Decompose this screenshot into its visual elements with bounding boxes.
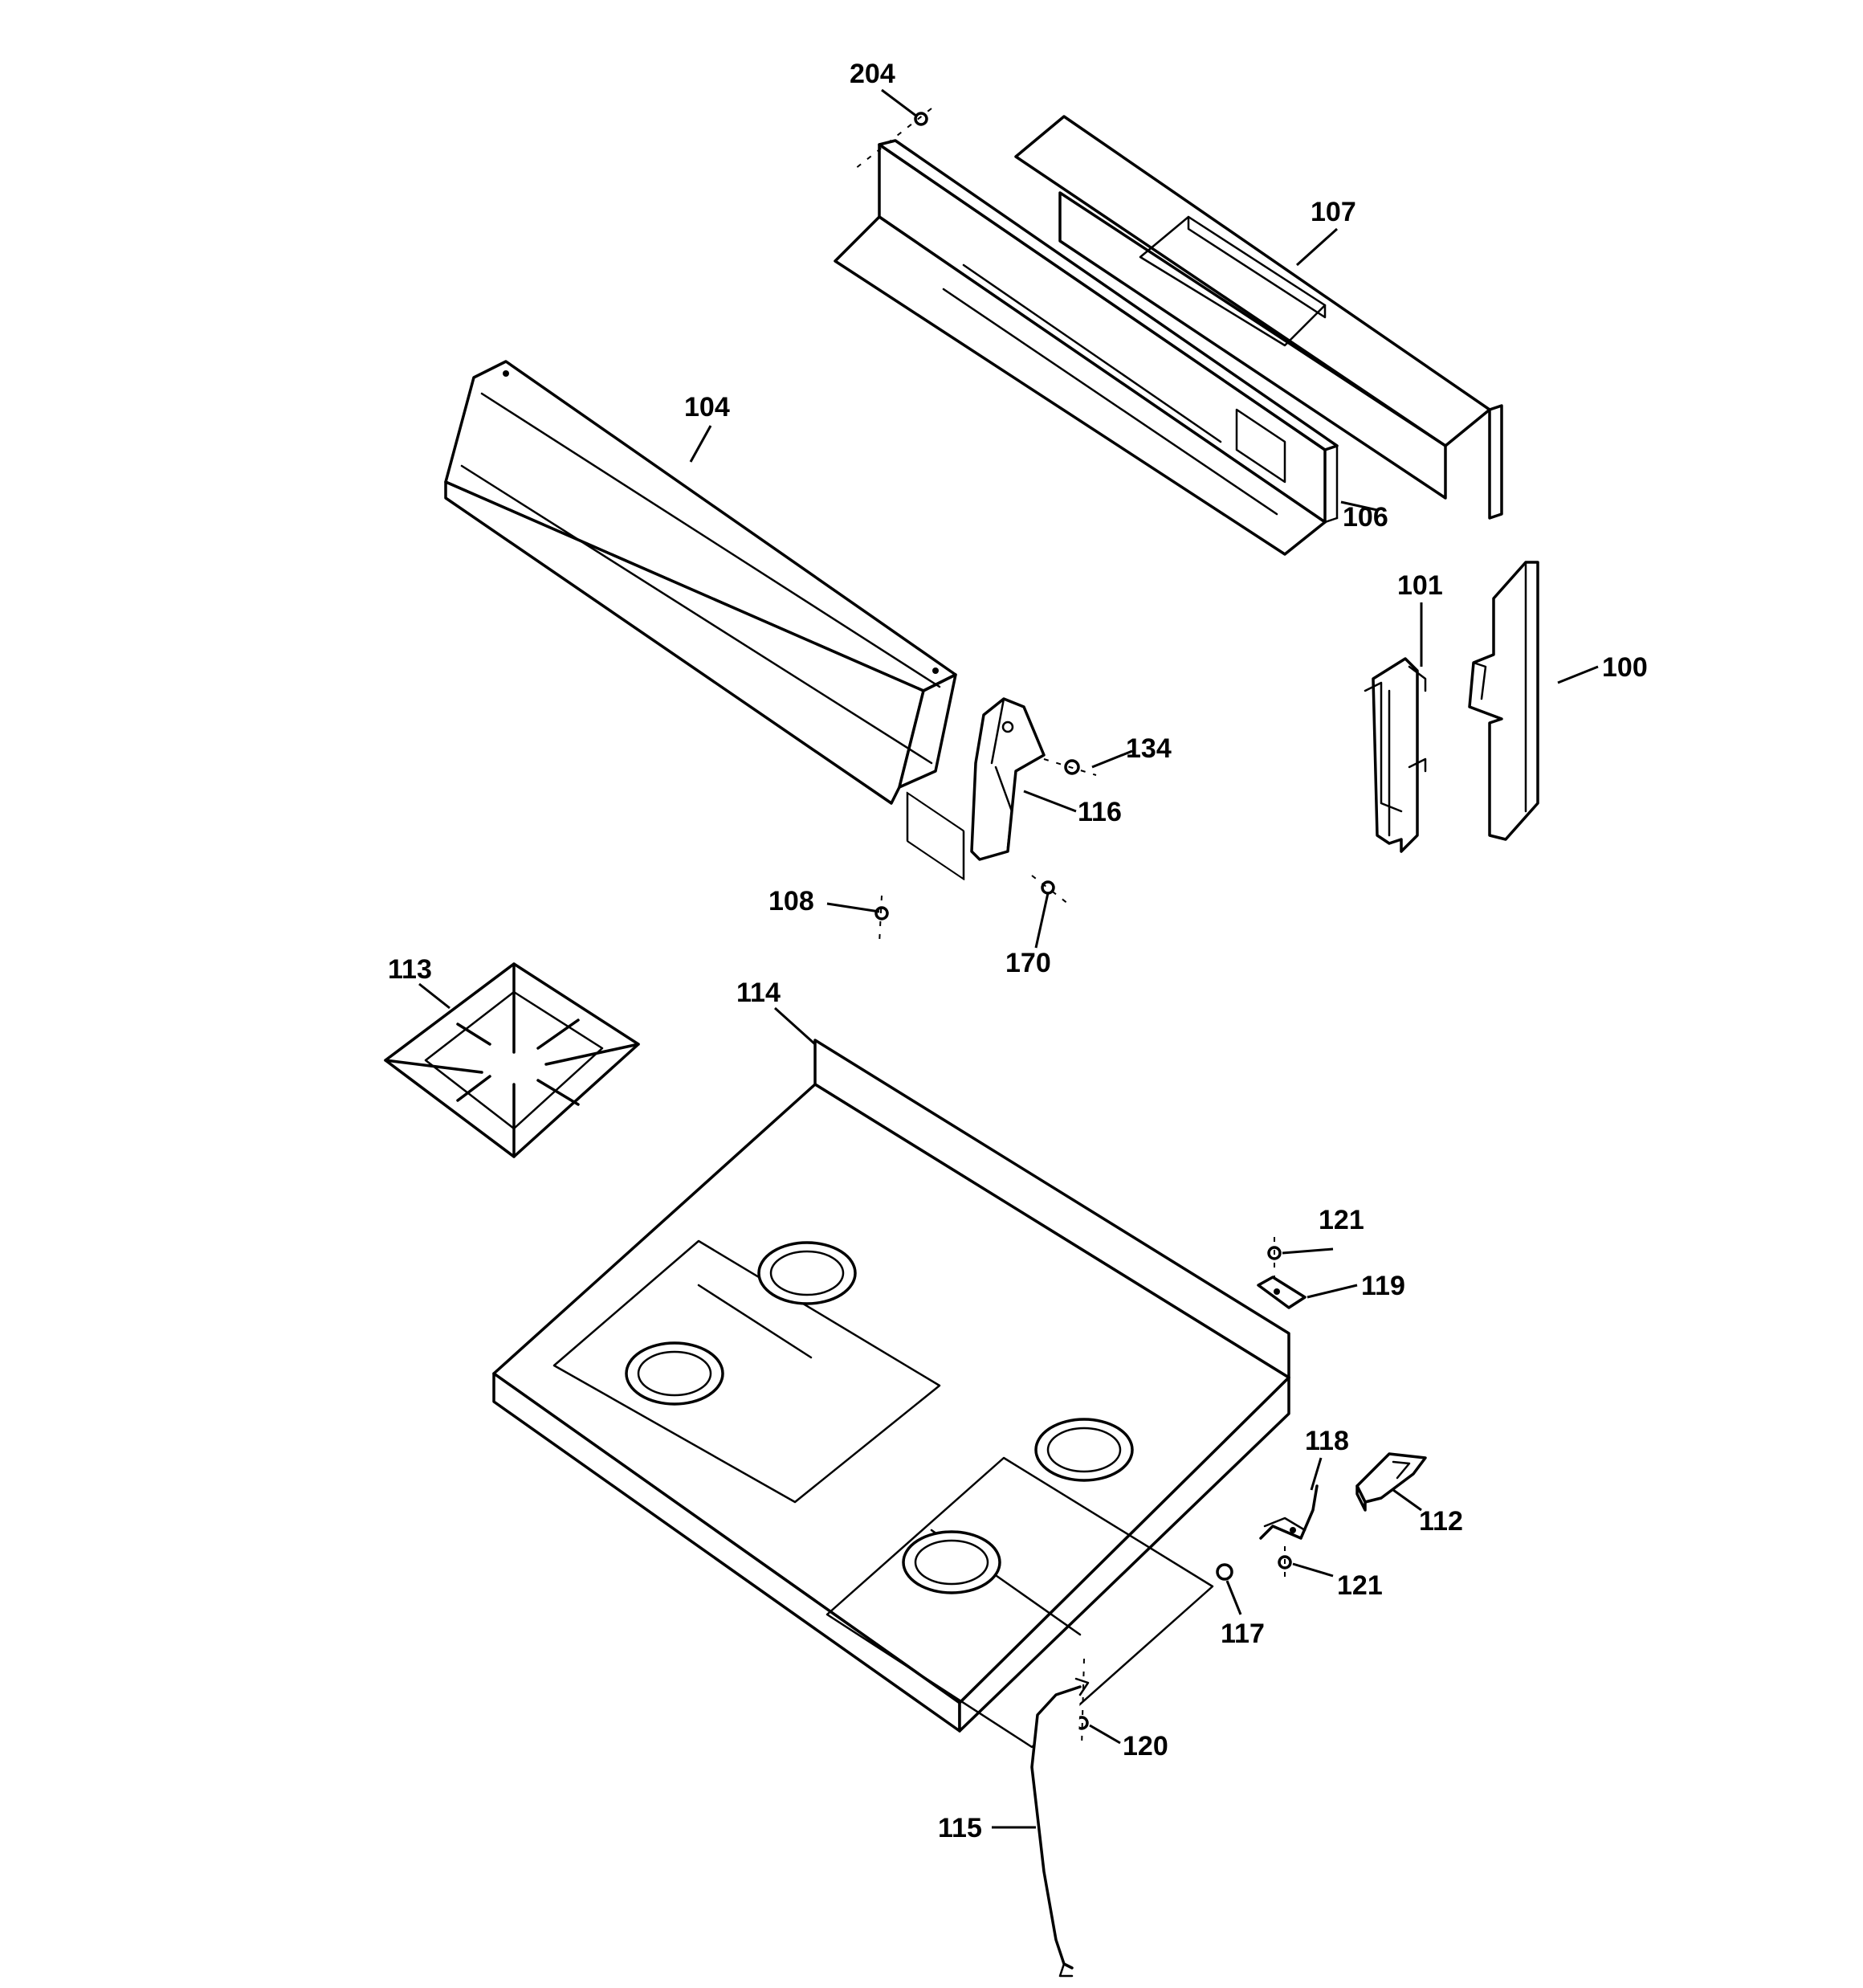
- part-114-cooktop[interactable]: [492, 1039, 1290, 1749]
- part-134-screw[interactable]: [1043, 758, 1097, 776]
- callout-labels: 204 107 104 106 101 100 134 116 108 170 …: [388, 59, 1648, 1843]
- callout-100: 100: [1602, 652, 1648, 683]
- part-119-bracket[interactable]: [1257, 1276, 1307, 1309]
- part-107-trim-cover[interactable]: [1014, 115, 1503, 520]
- part-112-latch[interactable]: [1355, 1452, 1427, 1512]
- part-170-screw[interactable]: [1031, 875, 1069, 904]
- callout-117: 117: [1221, 1619, 1265, 1649]
- callout-104: 104: [684, 392, 730, 423]
- callout-118: 118: [1305, 1426, 1349, 1456]
- callout-113: 113: [388, 954, 432, 985]
- part-204-screw[interactable]: [854, 108, 932, 169]
- callout-120: 120: [1123, 1731, 1168, 1761]
- callout-114: 114: [736, 978, 781, 1008]
- callout-115: 115: [938, 1813, 982, 1843]
- callout-204: 204: [850, 59, 895, 89]
- callout-121-upper: 121: [1319, 1205, 1364, 1235]
- part-118-hinge-bracket[interactable]: [1259, 1484, 1319, 1540]
- callout-107: 107: [1311, 197, 1356, 227]
- callout-116: 116: [1078, 797, 1122, 827]
- part-121-screw-lower[interactable]: [1278, 1546, 1292, 1582]
- part-104-manifold-panel[interactable]: [444, 360, 957, 805]
- callout-119: 119: [1361, 1271, 1405, 1301]
- callout-170: 170: [1005, 948, 1051, 978]
- callout-112: 112: [1419, 1506, 1463, 1537]
- callout-101: 101: [1397, 570, 1443, 601]
- callout-134: 134: [1126, 733, 1172, 764]
- part-117-nut[interactable]: [1216, 1563, 1233, 1581]
- callout-121-lower: 121: [1337, 1570, 1383, 1601]
- part-101-bracket[interactable]: [1364, 657, 1427, 853]
- leader-lines: [418, 88, 1599, 1829]
- part-113-burner-grate[interactable]: [384, 962, 640, 1158]
- part-100-side-panel[interactable]: [1468, 561, 1539, 841]
- part-115-rod[interactable]: [1030, 1677, 1090, 1978]
- part-116-end-cap[interactable]: [970, 697, 1046, 861]
- part-108-screw[interactable]: [874, 895, 889, 945]
- callout-108: 108: [768, 886, 814, 916]
- callout-106: 106: [1343, 502, 1388, 533]
